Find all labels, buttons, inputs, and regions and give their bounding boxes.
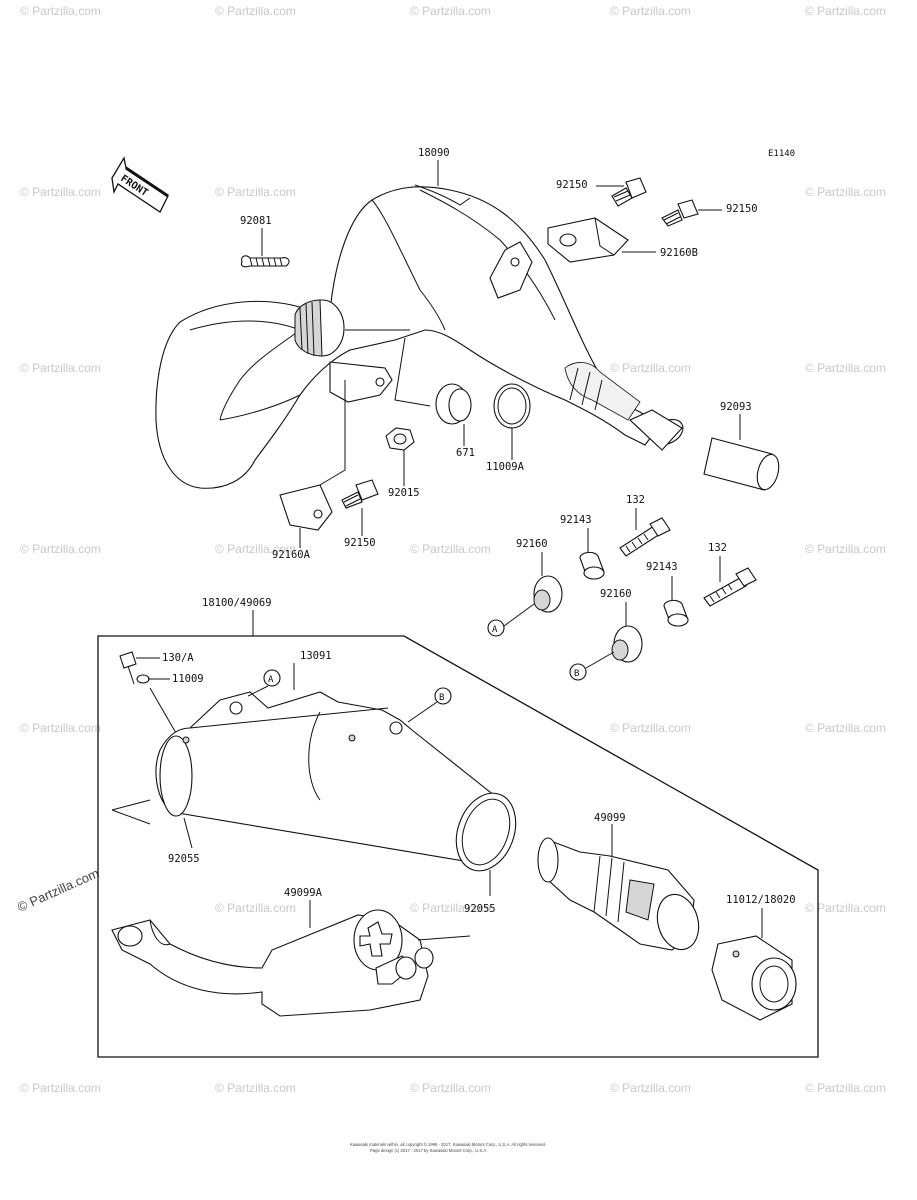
part-label: 49099A xyxy=(284,887,323,899)
callout-label: B xyxy=(574,669,579,679)
part-label: 92160B xyxy=(660,247,698,259)
grommet-92160-a xyxy=(533,575,563,613)
leader-line xyxy=(345,329,431,407)
grommet-92143-a xyxy=(579,551,605,580)
footer-line-2: Page design (c) 2017 - 2017 by Kawasaki … xyxy=(370,1148,487,1153)
part-label: 11009A xyxy=(486,461,525,473)
leader-line xyxy=(319,380,346,486)
bracket-92160A xyxy=(279,484,333,531)
expansion-chamber xyxy=(155,184,684,489)
spring-92081 xyxy=(240,255,290,268)
part-label: 11009 xyxy=(172,673,204,685)
callout-label: B xyxy=(439,693,444,703)
part-label: 92150 xyxy=(556,179,588,191)
front-arrow-icon: FRONT xyxy=(111,156,169,213)
footer-line-1: Kawasaki materials within, all copyright… xyxy=(350,1142,546,1147)
callout-a-upper: A xyxy=(487,603,535,637)
grommet-92143-b xyxy=(663,599,689,627)
leader-line xyxy=(136,657,181,741)
watermark: © Partzilla.com xyxy=(215,4,296,18)
part-label: 132 xyxy=(708,542,727,554)
footer: Kawasaki materials within, all copyright… xyxy=(350,1142,546,1153)
watermark: © Partzilla.com xyxy=(805,542,886,556)
watermark: © Partzilla.com xyxy=(20,361,101,375)
part-label: 92160 xyxy=(516,538,548,550)
watermark: © Partzilla.com xyxy=(410,542,491,556)
sleeve-92093 xyxy=(703,437,780,491)
nut-92015 xyxy=(385,427,415,451)
watermark: © Partzilla.com xyxy=(805,361,886,375)
leader-line xyxy=(183,663,491,896)
bolt-130A xyxy=(119,651,137,685)
watermark: © Partzilla.com xyxy=(20,185,101,199)
bolt-92150-top xyxy=(611,177,647,207)
watermark: © Partzilla.com xyxy=(20,4,101,18)
assembly-box xyxy=(97,635,819,1058)
part-label: 671 xyxy=(456,447,475,459)
watermark: © Partzilla.com xyxy=(610,4,691,18)
part-label: 92093 xyxy=(720,401,752,413)
watermark: © Partzilla.com xyxy=(805,901,886,915)
watermark: © Partzilla.com xyxy=(410,1081,491,1095)
muffler-body-13091 xyxy=(111,691,517,872)
watermark: © Partzilla.com xyxy=(215,542,296,556)
part-label: 92160A xyxy=(272,549,311,561)
grommet-92160-b xyxy=(611,625,643,663)
watermark: © Partzilla.com xyxy=(805,185,886,199)
part-label: 13091 xyxy=(300,650,332,662)
silencer-49099A xyxy=(111,900,471,1017)
bolt-92150-right xyxy=(661,199,699,227)
bracket-92160B xyxy=(547,217,629,263)
watermark: © Partzilla.com xyxy=(20,1081,101,1095)
part-label: 92143 xyxy=(646,561,678,573)
watermark: © Partzilla.com xyxy=(805,1081,886,1095)
callout-b-upper: B xyxy=(569,651,615,681)
part-label: 18100/49069 xyxy=(202,597,272,609)
part-label: 92081 xyxy=(240,215,272,227)
callout-label: A xyxy=(268,675,274,685)
gasket-11009A xyxy=(493,383,531,429)
part-number-labels: 18090 92150 92150 92160B 92081 92093 671… xyxy=(162,147,796,915)
part-label: 92143 xyxy=(560,514,592,526)
watermark: © Partzilla.com xyxy=(610,361,691,375)
ring-671 xyxy=(435,383,472,425)
part-label: 11012/18020 xyxy=(726,894,796,906)
part-label: 130/A xyxy=(162,652,194,664)
callout-a-lower: A xyxy=(247,669,281,697)
bolt-92150-low xyxy=(341,479,379,509)
watermark: © Partzilla.com xyxy=(410,901,491,915)
bolt-132-a xyxy=(619,517,671,557)
washer-11009 xyxy=(136,674,150,684)
bolt-132-b xyxy=(703,567,757,607)
part-label: 92160 xyxy=(600,588,632,600)
callout-b-lower: B xyxy=(407,687,452,723)
part-label: 92055 xyxy=(168,853,200,865)
watermark: © Partzilla.com xyxy=(20,542,101,556)
part-label: 92150 xyxy=(344,537,376,549)
watermark: © Partzilla.com xyxy=(805,721,886,735)
watermark: © Partzilla.com xyxy=(20,721,101,735)
part-label: 18090 xyxy=(418,147,450,159)
muffler-core-49099 xyxy=(537,824,700,951)
part-label: 92015 xyxy=(388,487,420,499)
watermark: © Partzilla.com xyxy=(610,721,691,735)
watermark: © Partzilla.com xyxy=(410,4,491,18)
part-label: 132 xyxy=(626,494,645,506)
end-cap-11012 xyxy=(711,908,797,1021)
watermark: © Partzilla.com xyxy=(610,1081,691,1095)
watermark: © Partzilla.com xyxy=(805,4,886,18)
watermark: © Partzilla.com xyxy=(215,185,296,199)
callout-label: A xyxy=(492,625,498,635)
diagram-code: E1140 xyxy=(768,149,795,159)
watermark: © Partzilla.com xyxy=(215,901,296,915)
part-label: 92150 xyxy=(726,203,758,215)
part-label: 49099 xyxy=(594,812,626,824)
part-label: 92055 xyxy=(464,903,496,915)
watermark-rotated: © Partzilla.com xyxy=(15,865,101,914)
watermark: © Partzilla.com xyxy=(215,1081,296,1095)
